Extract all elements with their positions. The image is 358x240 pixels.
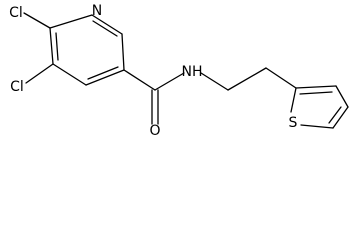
bond-t3-t4 [335,85,349,108]
bond-t4-t5 [332,106,349,129]
atom-o-carbonyl: O [149,123,160,139]
bond-n1-c2-inner [92,20,118,37]
bond-c4-c5 [52,63,87,86]
bond-c3-c4-inner [87,66,119,80]
atom-cl-lower: Cl [10,79,24,95]
bond-carbonyl-n [154,72,185,91]
atom-cl-upper: Cl [9,5,23,21]
bond-c6-cl [23,12,51,29]
bond-ch2-thiophene [265,67,297,89]
atom-nh-amide: NH [182,64,203,80]
bond-c3-c4 [85,69,125,86]
bond-t5-s [300,124,334,129]
bond-s-t2 [290,87,297,113]
bond-c3-carbonyl [123,69,156,91]
bond-n-ch2 [200,72,229,91]
bond-c2-c3 [121,33,125,71]
bond-ch2-ch2 [227,67,267,91]
molecule-drawing: Cl Cl N O NH S [9,3,349,139]
bond-c5-cl [25,63,54,84]
bond-c5-c6-inner [55,32,59,61]
thiophene-ring [290,85,349,129]
bond-t4-t5-inner [328,106,342,124]
pyridine-ring [49,14,125,86]
bond-n1-c2 [91,14,123,35]
atom-s-thiophene: S [289,115,298,131]
bond-c6-n1 [49,14,93,29]
bond-t2-t3-inner [299,91,333,95]
atom-n-pyridine: N [92,3,102,19]
structure-canvas: Cl Cl N O NH S [9,3,349,139]
bond-t2-t3 [295,85,337,89]
bond-c5-c6 [49,27,54,65]
